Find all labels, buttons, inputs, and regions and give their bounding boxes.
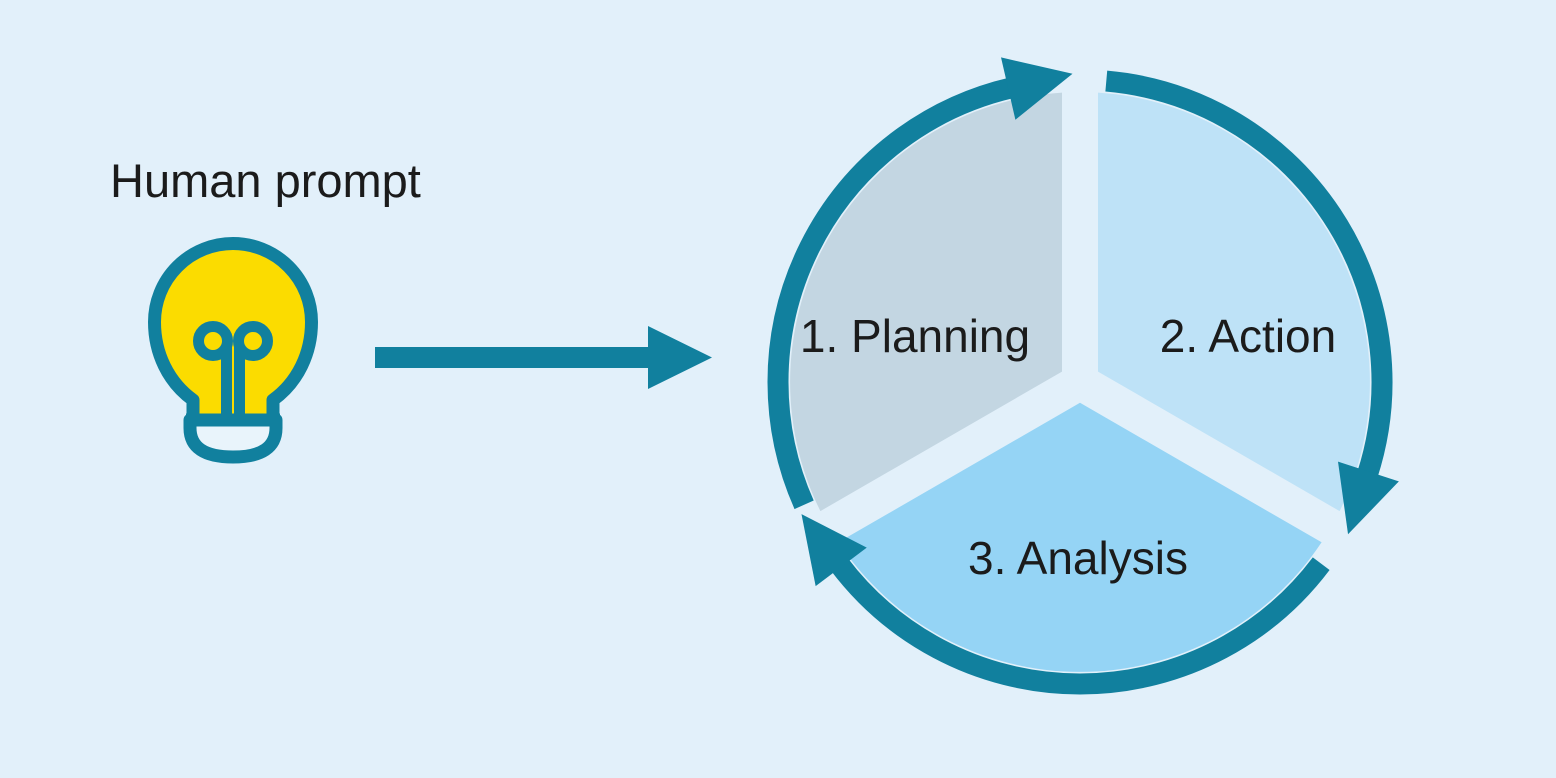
cycle-arrowhead-top-icon [1001, 57, 1073, 120]
cycle-arrowhead-left-icon [801, 514, 867, 587]
segment-planning [790, 92, 1062, 512]
arrow-right-icon [375, 326, 712, 389]
cycle-arc-analysis [830, 557, 1330, 695]
filament-left-loop [193, 321, 233, 361]
cycle-arc-action [1105, 70, 1393, 479]
bulb-glass [148, 237, 318, 427]
cycle-arrowhead-right-icon [1338, 461, 1399, 535]
cycle-arrowheads [801, 57, 1399, 587]
segment-action [1098, 92, 1370, 512]
cycle-arc-planning [767, 77, 1015, 510]
cycle-diagram: 1. Planning 2. Action 3. Analysis [767, 57, 1399, 695]
segment-analysis-label: 3. Analysis [968, 532, 1188, 584]
bulb-base [183, 413, 283, 464]
segment-planning-label: 1. Planning [800, 310, 1030, 362]
lightbulb-icon [148, 237, 318, 464]
segment-action-label: 2. Action [1160, 310, 1336, 362]
human-prompt-label: Human prompt [110, 154, 421, 207]
filament-right-loop [233, 321, 273, 361]
bulb-filament [193, 321, 273, 416]
segment-analysis [838, 402, 1322, 672]
circular-cycle-arrow-icon [767, 70, 1393, 695]
